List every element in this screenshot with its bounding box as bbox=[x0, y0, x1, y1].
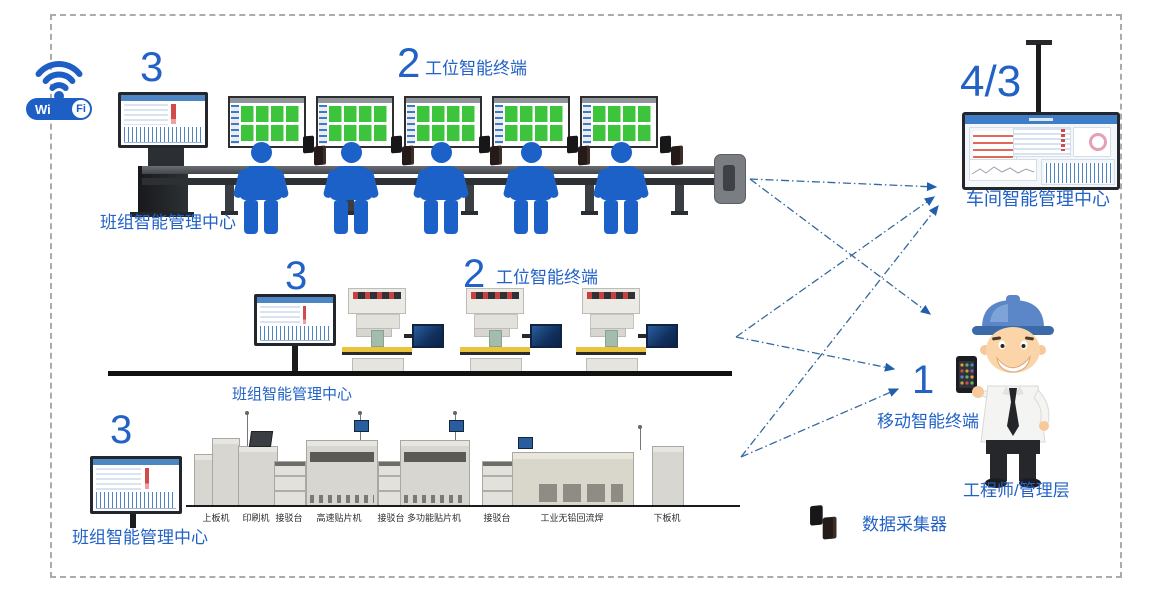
team-center-2-stand bbox=[292, 346, 298, 372]
arrow-smt-to-workshop bbox=[740, 204, 939, 458]
machine-label: 上板机 bbox=[202, 513, 230, 523]
wifi-waves-icon bbox=[35, 61, 83, 100]
arrow-assembly-to-engineer bbox=[749, 178, 932, 315]
worker-figure bbox=[322, 142, 380, 234]
machine-label: 多功能贴片机 bbox=[406, 513, 462, 523]
assembly-center-count: 3 bbox=[140, 43, 164, 90]
smt-machine-dock bbox=[482, 461, 514, 507]
assembly-terminal-count: 2 bbox=[397, 39, 421, 86]
press-terminal-label: 工位智能终端 bbox=[496, 268, 598, 287]
team-center-3-stand bbox=[130, 514, 136, 528]
antenna bbox=[638, 425, 642, 450]
ceiling-mount-pole bbox=[1036, 44, 1041, 114]
placer-mini-monitor bbox=[354, 420, 369, 432]
placer-mini-monitor bbox=[449, 420, 464, 432]
wifi-icon: Wi Fi bbox=[20, 48, 98, 122]
data-collector-icon bbox=[391, 136, 417, 168]
station-monitor bbox=[404, 96, 482, 148]
smt-line-rail bbox=[186, 505, 740, 507]
conveyor-leg bbox=[221, 185, 238, 215]
press-center-count: 3 bbox=[285, 254, 308, 298]
press-center-label: 班组智能管理中心 bbox=[232, 386, 353, 403]
smt-machine-dock bbox=[274, 461, 306, 507]
worker-figure bbox=[412, 142, 470, 234]
team-center-1-pedestal bbox=[138, 166, 188, 214]
engineer-role-label: 工程师/管理层 bbox=[963, 481, 1070, 500]
mobile-terminal-label: 移动智能终端 bbox=[877, 412, 979, 431]
smt-center-count: 3 bbox=[110, 408, 133, 452]
reflow-mini-monitor bbox=[518, 437, 533, 449]
data-collector-legend-label: 数据采集器 bbox=[862, 515, 947, 534]
team-center-1-monitor bbox=[118, 92, 208, 148]
wifi-fi-label: Fi bbox=[72, 100, 90, 118]
team-center-3-screen bbox=[93, 459, 179, 511]
machine-label: 接驳台 bbox=[377, 513, 405, 523]
printer-laptop bbox=[248, 431, 274, 447]
team-center-2-screen bbox=[257, 297, 333, 343]
workshop-count: 4/3 bbox=[960, 57, 1022, 106]
team-center-1-foot bbox=[130, 212, 194, 217]
smt-machine-unloader bbox=[652, 446, 684, 507]
press-terminal-count: 2 bbox=[463, 252, 486, 296]
arrow-smt-to-mobile bbox=[740, 388, 900, 458]
worker-figure bbox=[592, 142, 650, 234]
press-terminal-screen bbox=[412, 324, 444, 348]
team-center-1-arm bbox=[148, 146, 184, 168]
worker-figure bbox=[232, 142, 290, 234]
wifi-wi-label: Wi bbox=[35, 101, 51, 117]
data-collector-icon bbox=[660, 136, 686, 168]
machine-label: 下板机 bbox=[653, 513, 681, 523]
conveyor-leg bbox=[671, 185, 688, 215]
press-terminal-screen bbox=[530, 324, 562, 348]
conveyor-endcap bbox=[714, 154, 746, 204]
assembly-terminal-label: 工位智能终端 bbox=[425, 59, 527, 78]
ceiling-mount-cap bbox=[1026, 40, 1052, 45]
machine-label: 印刷机 bbox=[242, 513, 270, 523]
station-monitor bbox=[492, 96, 570, 148]
smt-machine-multifunction-placer bbox=[400, 440, 470, 507]
team-center-3-monitor bbox=[90, 456, 182, 514]
press-line-rail bbox=[108, 371, 732, 376]
smt-center-label: 班组智能管理中心 bbox=[72, 528, 208, 547]
station-monitor bbox=[228, 96, 306, 148]
data-collector-legend-icon bbox=[810, 506, 840, 543]
press-machine bbox=[342, 288, 446, 372]
machine-label: 接驳台 bbox=[275, 513, 303, 523]
team-center-2-monitor bbox=[254, 294, 336, 346]
press-machine bbox=[576, 288, 680, 372]
workshop-display bbox=[962, 112, 1120, 190]
press-terminal-screen bbox=[646, 324, 678, 348]
arrow-press-to-workshop bbox=[735, 196, 936, 338]
machine-label: 高速贴片机 bbox=[316, 513, 362, 523]
data-collector-icon bbox=[303, 136, 329, 168]
smt-machine-loader bbox=[212, 438, 240, 507]
data-collector-icon bbox=[479, 136, 505, 168]
assembly-center-label: 班组智能管理中心 bbox=[100, 213, 236, 232]
wifi-badge: Wi Fi bbox=[26, 98, 92, 120]
arrow-assembly-to-workshop bbox=[749, 178, 938, 192]
workshop-display-header bbox=[965, 115, 1117, 124]
mobile-terminal-count: 1 bbox=[912, 358, 935, 402]
press-machine bbox=[460, 288, 564, 372]
conveyor-leg bbox=[461, 185, 478, 215]
team-center-1-screen bbox=[121, 95, 205, 145]
diagram-border bbox=[50, 14, 1122, 578]
worker-figure bbox=[502, 142, 560, 234]
smt-machine-highspeed-placer bbox=[306, 440, 378, 507]
smt-machine-reflow-oven bbox=[512, 452, 634, 507]
arrow-press-to-mobile bbox=[735, 336, 896, 372]
antenna bbox=[245, 411, 249, 446]
workshop-label: 车间智能管理中心 bbox=[966, 189, 1110, 209]
smt-machine-loader bbox=[194, 454, 214, 507]
conveyor-leg bbox=[581, 185, 598, 215]
machine-label: 工业无铅回流焊 bbox=[540, 513, 604, 523]
data-collector-icon bbox=[567, 136, 593, 168]
machine-label: 接驳台 bbox=[483, 513, 511, 523]
engineer-figure bbox=[956, 295, 1054, 488]
smt-machine-printer bbox=[238, 446, 278, 507]
station-monitor bbox=[316, 96, 394, 148]
